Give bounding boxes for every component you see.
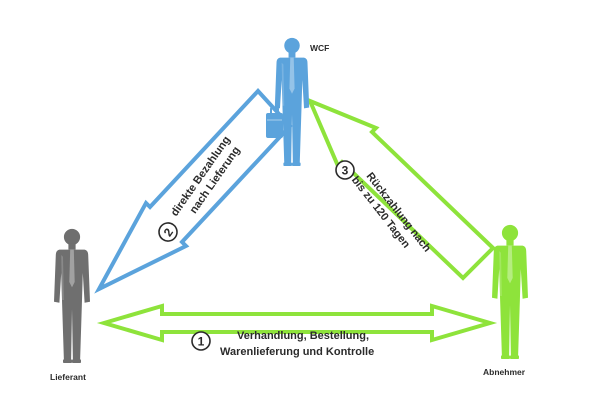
number-circle-icon: 1 (191, 331, 211, 351)
step-3-number: 3 (342, 164, 349, 178)
buyer-label: Abnehmer (483, 367, 526, 377)
person-icon (274, 37, 310, 166)
step-1: 1 Verhandlung, Bestellung, Warenlieferun… (191, 330, 374, 358)
briefcase-icon (266, 107, 283, 138)
arrow-icon (306, 97, 496, 281)
person-icon (492, 224, 528, 359)
buyer-figure (492, 224, 528, 359)
step-1-number: 1 (198, 335, 205, 349)
supplier-figure (54, 228, 90, 363)
arrow-wcf-to-supplier (94, 88, 293, 294)
arrow-icon (94, 88, 293, 294)
number-circle-icon: 3 (335, 160, 355, 180)
step-1-line1: Verhandlung, Bestellung, (237, 330, 369, 342)
person-icon (54, 228, 90, 363)
arrow-buyer-to-wcf (306, 97, 496, 281)
supplier-label: Lieferant (50, 372, 86, 382)
number-circle-icon: 2 (158, 222, 178, 242)
wcf-label: WCF (310, 43, 329, 53)
step-1-line2: Warenlieferung und Kontrolle (220, 346, 374, 358)
wcf-figure (266, 37, 310, 166)
